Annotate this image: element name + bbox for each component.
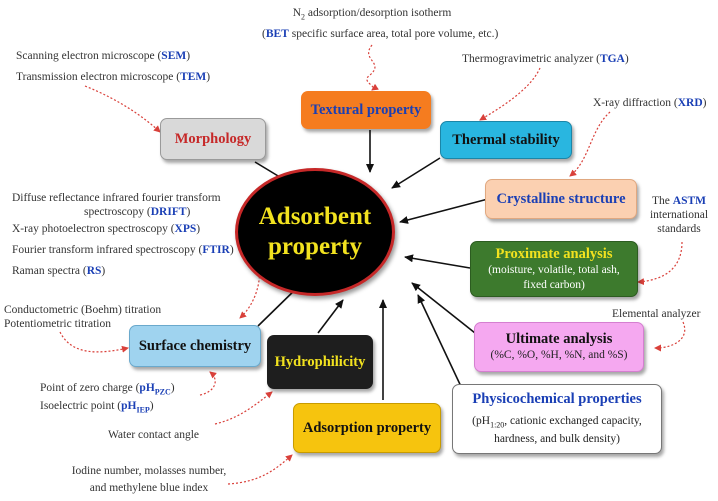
label-sem: Scanning electron microscope (SEM) bbox=[16, 50, 191, 62]
arrow-physicochemical bbox=[417, 294, 466, 396]
arrow-hydrophilicity bbox=[317, 299, 344, 334]
box-title: Adsorption property bbox=[302, 419, 432, 436]
box-title: Textural property bbox=[310, 101, 422, 118]
label-astm: The ASTM international standards bbox=[649, 195, 709, 235]
box-title: Morphology bbox=[174, 130, 252, 147]
label-water-contact-angle: Water contact angle bbox=[108, 429, 200, 441]
box-subtitle: (pH1:20, cationic exchanged capacity, bbox=[472, 414, 642, 430]
label-iodine-number: Iodine number, molasses number, and meth… bbox=[71, 465, 227, 494]
label-iep: Isoelectric point (pHIEP) bbox=[40, 400, 154, 415]
box-proximate-analysis: Proximate analysis (moisture, volatile, … bbox=[470, 241, 638, 297]
label-tem: Transmission electron microscope (TEM) bbox=[16, 71, 211, 83]
box-title: Physicochemical properties bbox=[472, 390, 642, 407]
box-crystalline-structure: Crystalline structure bbox=[485, 179, 637, 219]
label-n2-isotherm: N2 adsorption/desorption isotherm (BET s… bbox=[262, 7, 499, 41]
hub-adsorbent-property: Adsorbent property bbox=[235, 168, 395, 296]
label-xrd: X-ray diffraction (XRD) bbox=[593, 97, 707, 109]
label-elemental-analyzer: Elemental analyzer bbox=[612, 308, 701, 320]
box-surface-chemistry: Surface chemistry bbox=[129, 325, 261, 367]
arrow-ultimate bbox=[411, 282, 476, 334]
box-title: Hydrophilicity bbox=[274, 353, 366, 370]
box-title: Crystalline structure bbox=[496, 190, 626, 207]
label-ftir: Fourier transform infrared spectroscopy … bbox=[12, 244, 234, 256]
dotted-boehm bbox=[59, 331, 129, 353]
box-title: Thermal stability bbox=[452, 131, 560, 148]
box-subtitle: hardness, and bulk density) bbox=[494, 433, 620, 446]
box-morphology: Morphology bbox=[160, 118, 266, 160]
dotted-tga bbox=[479, 67, 541, 121]
box-physicochemical-properties: Physicochemical properties (pH1:20, cati… bbox=[452, 384, 662, 454]
label-raman: Raman spectra (RS) bbox=[12, 265, 106, 277]
box-ultimate-analysis: Ultimate analysis (%C, %O, %H, %N, and %… bbox=[474, 322, 644, 372]
hub-line1: Adsorbent bbox=[258, 203, 372, 230]
label-drift: Diffuse reflectance infrared fourier tra… bbox=[12, 192, 221, 218]
dotted-n2 bbox=[366, 44, 379, 91]
dotted-elemental bbox=[654, 321, 686, 352]
dotted-pzc bbox=[199, 371, 217, 396]
label-pzc: Point of zero charge (pHPZC) bbox=[40, 382, 175, 397]
label-xps: X-ray photoelectron spectroscopy (XPS) bbox=[12, 223, 201, 235]
arrow-thermal bbox=[391, 157, 441, 189]
box-subtitle: (moisture, volatile, total ash, bbox=[488, 263, 620, 276]
box-subtitle: (%C, %O, %H, %N, and %S) bbox=[490, 349, 628, 361]
dotted-xrd bbox=[569, 111, 611, 177]
label-potentiometric-titration: Potentiometric titration bbox=[4, 318, 111, 330]
box-adsorption-property: Adsorption property bbox=[293, 403, 441, 453]
box-subtitle: fixed carbon) bbox=[523, 278, 585, 291]
box-hydrophilicity: Hydrophilicity bbox=[267, 335, 373, 389]
box-title: Ultimate analysis bbox=[505, 331, 613, 347]
label-boehm-titration: Conductometric (Boehm) titration bbox=[4, 304, 162, 316]
hub-line2: property bbox=[268, 233, 362, 260]
arrow-crystalline bbox=[399, 198, 489, 224]
box-thermal-stability: Thermal stability bbox=[440, 121, 572, 159]
label-tga: Thermogravimetric analyzer (TGA) bbox=[462, 53, 629, 65]
dotted-iodine bbox=[227, 454, 293, 485]
dotted-sem bbox=[84, 85, 161, 133]
box-title: Proximate analysis bbox=[495, 245, 613, 262]
dotted-water bbox=[214, 391, 273, 425]
box-title: Surface chemistry bbox=[138, 337, 252, 354]
arrow-proximate bbox=[404, 254, 471, 269]
dotted-astm bbox=[637, 241, 683, 286]
box-textural-property: Textural property bbox=[301, 91, 431, 129]
